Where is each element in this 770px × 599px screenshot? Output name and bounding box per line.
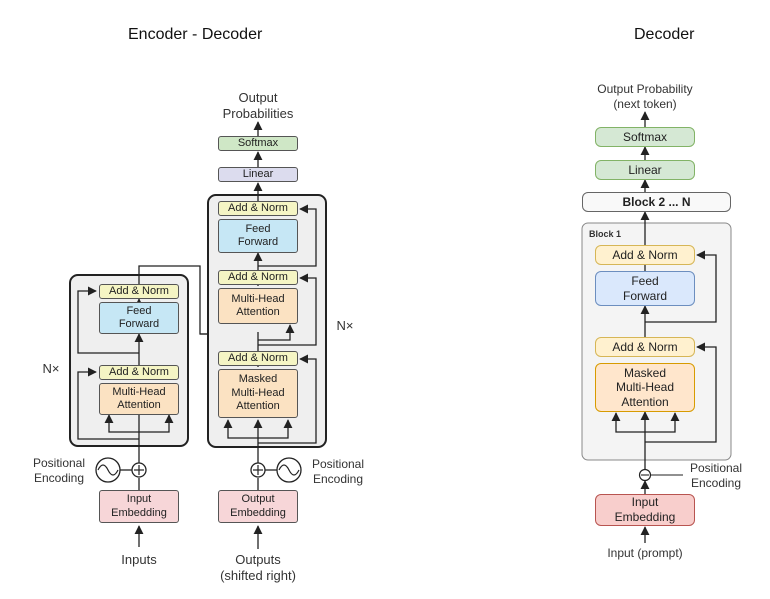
connector	[227, 430, 258, 439]
decoder-masked-attention: Masked Multi-Head Attention	[218, 369, 298, 418]
sine-wave-icon	[97, 464, 119, 476]
connector	[108, 425, 139, 433]
output-probabilities-label: Output Probabilities	[222, 90, 294, 121]
residual-connection	[258, 354, 317, 444]
decoder-repeat-label: N×	[336, 318, 354, 333]
decoder-add-norm-mid: Add & Norm	[218, 270, 298, 285]
input-prompt-label: Input (prompt)	[607, 546, 683, 560]
residual-connection	[77, 286, 139, 354]
decoder-positional-encoding-label: Positional Encoding	[311, 457, 365, 486]
encoder-multi-head-attention: Multi-Head Attention	[99, 383, 179, 415]
encoder-stack-frame	[69, 274, 189, 447]
linear-block-right: Linear	[595, 160, 695, 180]
decoder-add-norm-bottom: Add & Norm	[218, 351, 298, 366]
encoder-add-norm-top: Add & Norm	[99, 284, 179, 299]
right-masked-attention: Masked Multi-Head Attention	[595, 363, 695, 412]
decoder-multi-head-attention: Multi-Head Attention	[218, 288, 298, 324]
connector	[615, 424, 645, 433]
block-stack-2-to-n: Block 2 ... N	[582, 192, 731, 212]
right-positional-encoding-label: Positional Encoding	[689, 461, 743, 490]
sine-wave-icon	[278, 464, 300, 476]
right-input-embedding: Input Embedding	[595, 494, 695, 526]
encoder-positional-encoding-label: Positional Encoding	[32, 456, 86, 485]
decoder-add-norm-top: Add & Norm	[218, 201, 298, 216]
residual-connection	[258, 204, 317, 267]
input-embedding-block: Input Embedding	[99, 490, 179, 523]
encoder-decoder-title: Encoder - Decoder	[128, 26, 263, 43]
residual-connection	[258, 273, 317, 346]
outputs-shifted-label: Outputs (shifted right)	[220, 552, 296, 583]
encoder-feed-forward: Feed Forward	[99, 302, 179, 334]
residual-connection	[77, 367, 139, 440]
right-add-norm-bottom: Add & Norm	[595, 337, 695, 357]
right-feed-forward: Feed Forward	[595, 271, 695, 306]
residual-connection	[645, 250, 717, 323]
softmax-block-right: Softmax	[595, 127, 695, 147]
decoder-feed-forward: Feed Forward	[218, 219, 298, 253]
encoder-add-norm-bottom: Add & Norm	[99, 365, 179, 380]
output-probability-label: Output Probability (next token)	[597, 82, 693, 111]
decoder-title: Decoder	[634, 26, 695, 43]
connector	[258, 430, 289, 439]
inputs-label: Inputs	[121, 552, 157, 567]
encoder-repeat-label: N×	[42, 361, 60, 376]
connector	[139, 425, 170, 433]
softmax-block: Softmax	[218, 136, 298, 151]
connector	[645, 424, 676, 433]
linear-block: Linear	[218, 167, 298, 182]
connector	[258, 324, 295, 341]
block-1-label: Block 1	[589, 229, 622, 239]
right-add-norm-top: Add & Norm	[595, 245, 695, 265]
residual-connection	[645, 342, 717, 443]
output-embedding-block: Output Embedding	[218, 490, 298, 523]
